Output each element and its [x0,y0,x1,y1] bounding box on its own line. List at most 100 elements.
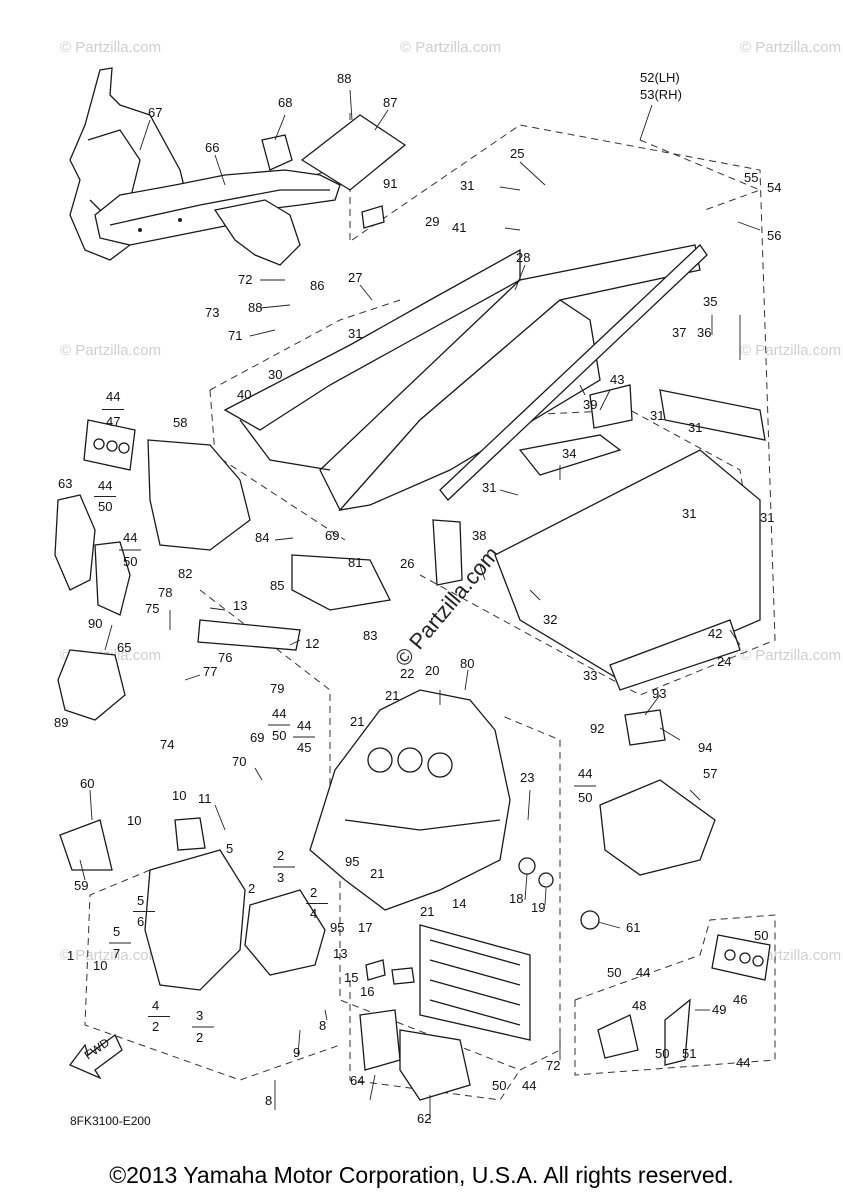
callout-48: 48 [632,998,646,1013]
callout-91: 91 [383,176,397,191]
callout-72a: 72 [238,272,252,287]
callout-10c: 10 [93,958,107,973]
callout-44c: 44 [123,530,137,545]
callout-21a: 21 [385,688,399,703]
callout-68: 68 [278,95,292,110]
callout-21d: 21 [420,904,434,919]
callout-78: 78 [158,585,172,600]
callout-2e: 2 [196,1030,203,1045]
callout-3a: 3 [277,870,284,885]
callout-24: 24 [717,654,731,669]
callout-64: 64 [350,1073,364,1088]
callout-46: 46 [733,992,747,1007]
callout-94: 94 [698,740,712,755]
callout-2d: 2 [152,1019,159,1034]
callout-39: 39 [583,397,597,412]
callout-11: 11 [198,791,212,806]
callout-88b: 88 [248,300,262,315]
callout-79: 79 [270,681,284,696]
callout-49: 49 [712,1002,726,1017]
callout-87: 87 [383,95,397,110]
callout-95a: 95 [345,854,359,869]
callout-26: 26 [400,556,414,571]
callout-27: 27 [348,270,362,285]
callout-50e: 50 [607,965,621,980]
callout-54: 54 [767,180,781,195]
callout-67: 67 [148,105,162,120]
callout-80: 80 [460,656,474,671]
callout-73: 73 [205,305,219,320]
callout-10b: 10 [127,813,141,828]
callout-23: 23 [520,770,534,785]
callout-36: 36 [697,325,711,340]
callout-40: 40 [237,387,251,402]
callout-37: 37 [672,325,686,340]
watermark: © Partzilla.com [740,647,841,664]
callout-21b: 21 [350,714,364,729]
callout-56: 56 [767,228,781,243]
callout-41: 41 [452,220,466,235]
callout-59: 59 [74,878,88,893]
callout-44i: 44 [522,1078,536,1093]
callout-63: 63 [58,476,72,491]
callout-70: 70 [232,754,246,769]
callout-5b: 5 [137,893,144,908]
callout-83: 83 [363,628,377,643]
callout-2b: 2 [248,881,255,896]
callout-72b: 72 [546,1058,560,1073]
watermark: © Partzilla.com [740,39,841,56]
callout-81: 81 [348,555,362,570]
callout-95b: 95 [330,920,344,935]
callout-65: 65 [117,640,131,655]
callout-47: 47 [106,414,120,429]
callout-90: 90 [88,616,102,631]
callout-7: 7 [113,946,120,961]
callout-29: 29 [425,214,439,229]
callout-58: 58 [173,415,187,430]
callout-52: 52(LH) [640,70,680,85]
upper-column-assembly [69,67,341,266]
callout-14: 14 [452,896,466,911]
callout-30: 30 [268,367,282,382]
callout-93: 93 [652,686,666,701]
callout-17: 17 [358,920,372,935]
callout-13a: 13 [233,598,247,613]
callout-18: 18 [509,891,523,906]
callout-50h: 50 [492,1078,506,1093]
callout-66: 66 [205,140,219,155]
callout-4b: 4 [152,998,159,1013]
callout-69b: 69 [250,730,264,745]
watermark: © Partzilla.com [740,342,841,359]
callout-5c: 5 [113,924,120,939]
callout-16: 16 [360,984,374,999]
callout-44b: 44 [98,478,112,493]
callout-9: 9 [293,1045,300,1060]
callout-74: 74 [160,737,174,752]
front-frame-assembly [59,689,771,1101]
callout-44h: 44 [736,1055,750,1070]
watermark: © Partzilla.com [400,39,501,56]
callout-51: 51 [682,1046,696,1061]
main-tunnel [223,244,766,691]
watermark: © Partzilla.com [60,947,161,964]
callout-61: 61 [626,920,640,935]
callout-33: 33 [583,668,597,683]
callout-8b: 8 [265,1093,272,1108]
callout-6: 6 [137,914,144,929]
callout-62: 62 [417,1111,431,1126]
callout-86: 86 [310,278,324,293]
callout-31e: 31 [482,480,496,495]
callout-50d: 50 [578,790,592,805]
callout-21c: 21 [370,866,384,881]
callout-34: 34 [562,446,576,461]
callout-85: 85 [270,578,284,593]
callout-22: 22 [400,666,414,681]
callout-60: 60 [80,776,94,791]
callout-50g: 50 [655,1046,669,1061]
callout-31a: 31 [460,178,474,193]
fwd-arrow-icon: FWD [68,1034,123,1080]
callout-12: 12 [305,636,319,651]
callout-92: 92 [590,721,604,736]
callout-44g: 44 [636,965,650,980]
